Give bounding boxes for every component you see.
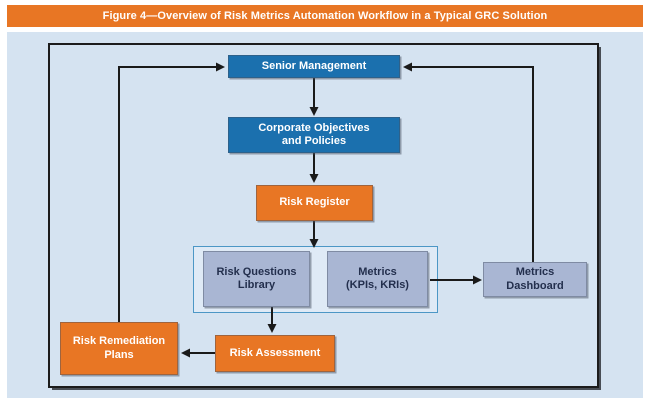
node-corporate-objectives-and-policies: Corporate Objectives and Policies <box>228 117 400 153</box>
node-risk-register: Risk Register <box>256 185 373 221</box>
node-metrics-dashboard-label: Metrics Dashboard <box>506 266 564 292</box>
node-risk-assessment-label: Risk Assessment <box>229 346 321 359</box>
diagram-frame-border <box>48 43 599 388</box>
figure-title: Figure 4—Overview of Risk Metrics Automa… <box>102 10 548 22</box>
node-risk-remediation-plans-label: Risk Remediation Plans <box>72 335 166 361</box>
node-metrics-dashboard: Metrics Dashboard <box>483 262 587 297</box>
node-metrics-kpis-kris-label: Metrics (KPIs, KRIs) <box>346 265 409 291</box>
node-corporate-objectives-label: Corporate Objectives and Policies <box>258 121 370 147</box>
node-risk-register-label: Risk Register <box>279 196 350 209</box>
node-risk-remediation-plans: Risk Remediation Plans <box>60 322 178 375</box>
node-senior-management: Senior Management <box>228 55 400 78</box>
node-risk-questions-library-label: Risk Questions Library <box>216 265 297 291</box>
node-risk-assessment: Risk Assessment <box>215 335 335 372</box>
node-risk-questions-library: Risk Questions Library <box>203 251 310 307</box>
node-metrics-kpis-kris: Metrics (KPIs, KRIs) <box>327 251 428 307</box>
figure-title-bar: Figure 4—Overview of Risk Metrics Automa… <box>7 5 643 27</box>
node-senior-management-label: Senior Management <box>261 59 367 72</box>
